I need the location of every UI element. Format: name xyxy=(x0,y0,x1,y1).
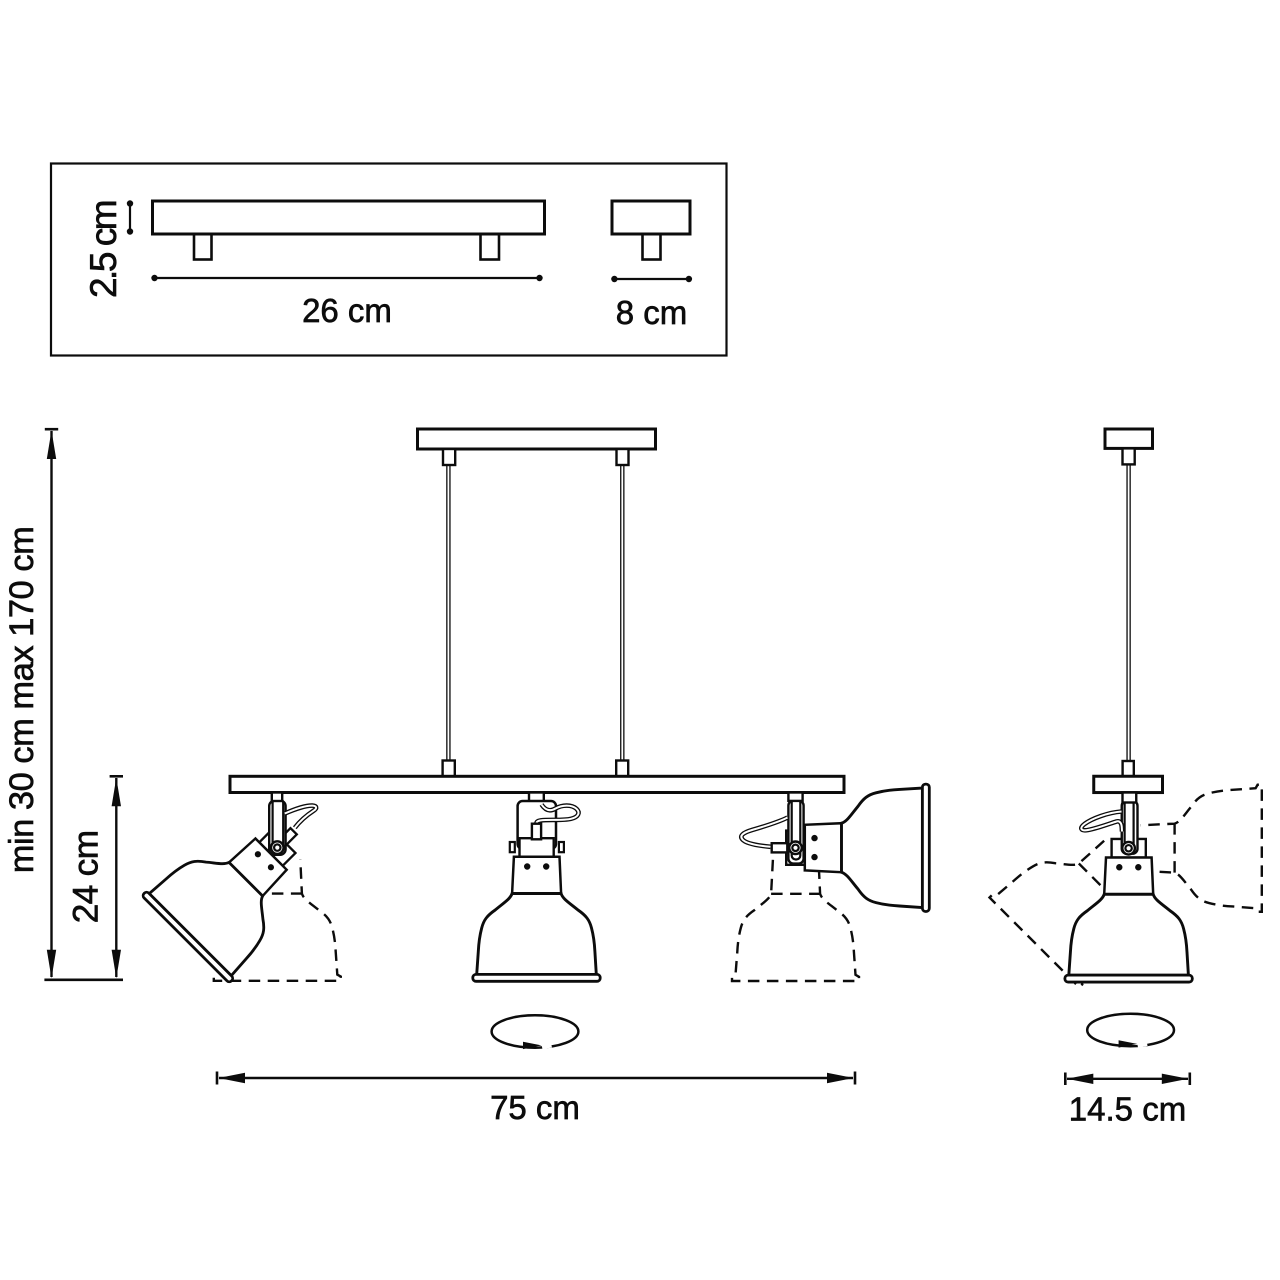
svg-text:26 cm: 26 cm xyxy=(302,292,392,329)
svg-text:24 cm: 24 cm xyxy=(66,831,106,924)
svg-text:14.5 cm: 14.5 cm xyxy=(1069,1091,1186,1128)
svg-text:8 cm: 8 cm xyxy=(616,294,688,331)
svg-text:75 cm: 75 cm xyxy=(490,1089,580,1126)
svg-text:2.5 cm: 2.5 cm xyxy=(83,201,124,298)
svg-text:min 30 cm max 170 cm: min 30 cm max 170 cm xyxy=(3,527,41,874)
